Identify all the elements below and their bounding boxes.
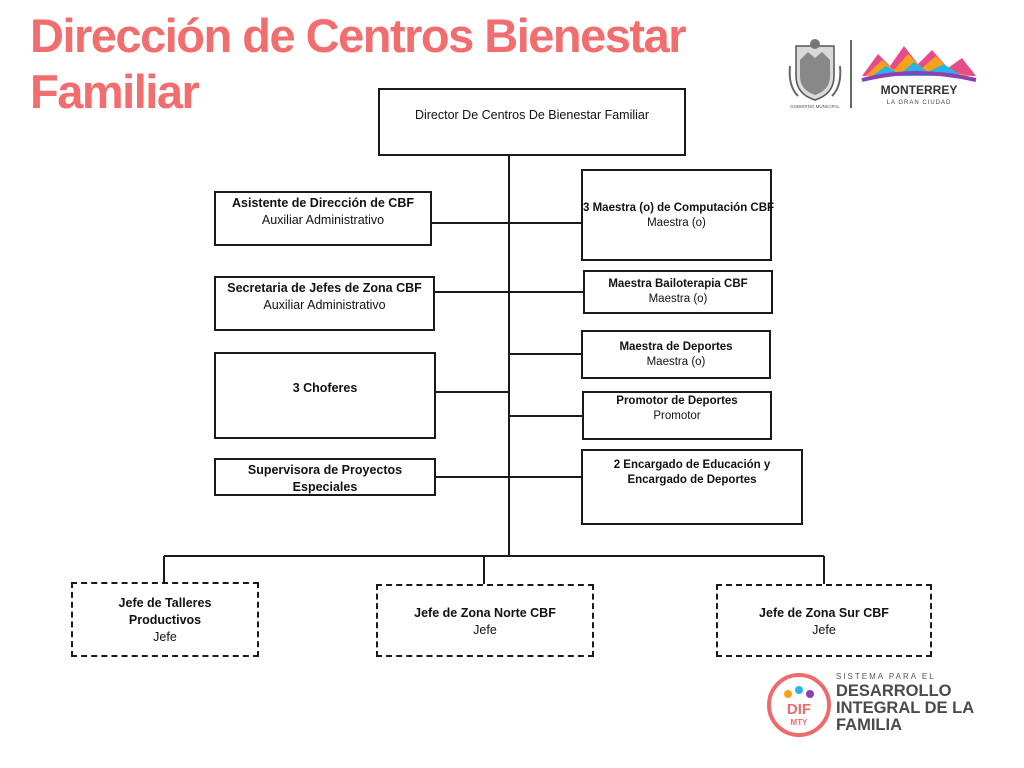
org-box-subtitle: Jefe [153, 630, 177, 644]
org-box-promotor: Promotor de Deportes Promotor [582, 391, 772, 440]
monterrey-logo: GOBIERNO MUNICIPAL MONTERREY LA GRAN CIU… [788, 39, 977, 109]
org-box-jefe-talleres: Jefe de Talleres Productivos Jefe [71, 582, 259, 657]
org-box-title: Maestra de Deportes [619, 341, 733, 353]
dif-line1: DESARROLLO [836, 682, 952, 700]
org-box-title: Asistente de Dirección de CBF [232, 196, 414, 210]
page-title-line2: Familiar [30, 65, 200, 118]
org-box-subtitle: Jefe [473, 623, 497, 637]
dif-line3: FAMILIA [836, 716, 902, 734]
page-title-line1: Dirección de Centros Bienestar [30, 9, 687, 62]
org-box-subtitle: Encargado de Deportes [627, 474, 757, 486]
director-title: Director De Centros De Bienestar Familia… [414, 108, 650, 122]
org-box-title: Jefe de Zona Sur CBF [759, 606, 889, 620]
org-box-subtitle: Maestra (o) [648, 293, 708, 305]
org-box-title: 3 Maestra (o) de Computación CBF [583, 202, 775, 214]
org-box-title: Supervisora de Proyectos Especiales [247, 463, 403, 494]
director-box: Director De Centros De Bienestar Familia… [378, 88, 686, 156]
monterrey-tagline: LA GRAN CIUDAD [887, 100, 952, 106]
shield-caption: GOBIERNO MUNICIPAL [790, 104, 840, 109]
monterrey-mountains-icon [861, 46, 977, 82]
org-box-bailoterapia: Maestra Bailoterapia CBF Maestra (o) [583, 270, 773, 314]
org-box-title-line2: Productivos [128, 613, 202, 627]
org-box-secretaria: Secretaria de Jefes de Zona CBF Auxiliar… [214, 276, 435, 331]
org-box-maestra-deportes: Maestra de Deportes Maestra (o) [581, 330, 771, 379]
org-box-title: Jefe de Zona Norte CBF [414, 606, 556, 620]
org-box-supervisora: Supervisora de Proyectos Especiales [214, 458, 436, 496]
org-box-subtitle: Promotor [653, 410, 701, 422]
municipal-shield-icon [788, 39, 842, 101]
org-box-choferes: 3 Choferes [214, 352, 436, 439]
org-box-asistente: Asistente de Dirección de CBF Auxiliar A… [214, 191, 432, 246]
monterrey-name: MONTERREY [881, 83, 958, 97]
org-box-subtitle: Maestra (o) [646, 356, 706, 368]
org-box-jefe-zona-sur: Jefe de Zona Sur CBF Jefe [716, 584, 932, 657]
org-box-subtitle: Auxiliar Administrativo [261, 213, 385, 227]
org-box-encargado: 2 Encargado de Educación y Encargado de … [581, 449, 803, 525]
dif-line2: INTEGRAL DE LA [836, 699, 975, 717]
dif-badge-icon: DIF MTY [767, 673, 831, 737]
dif-badge-text: DIF [787, 701, 811, 718]
dif-small-text: SISTEMA PARA EL [836, 672, 936, 681]
org-box-title: 2 Encargado de Educación y [613, 459, 771, 471]
org-box-title: Promotor de Deportes [616, 395, 738, 407]
org-box-jefe-zona-norte: Jefe de Zona Norte CBF Jefe [376, 584, 594, 657]
org-box-title: Maestra Bailoterapia CBF [608, 278, 748, 290]
dif-logo-text: SISTEMA PARA EL DESARROLLO INTEGRAL DE L… [836, 672, 974, 734]
org-box-computacion: 3 Maestra (o) de Computación CBF Maestra… [581, 169, 775, 261]
page-title: Dirección de Centros Bienestar Familiar [30, 8, 687, 120]
org-box-subtitle: Auxiliar Administrativo [263, 298, 386, 312]
org-box-subtitle: Maestra (o) [647, 217, 706, 229]
org-box-title: 3 Choferes [292, 381, 358, 395]
org-box-title: Secretaria de Jefes de Zona CBF [227, 281, 422, 295]
org-box-subtitle: Jefe [812, 623, 836, 637]
org-box-title: Jefe de Talleres [118, 596, 212, 610]
dif-badge-sub: MTY [791, 718, 809, 727]
